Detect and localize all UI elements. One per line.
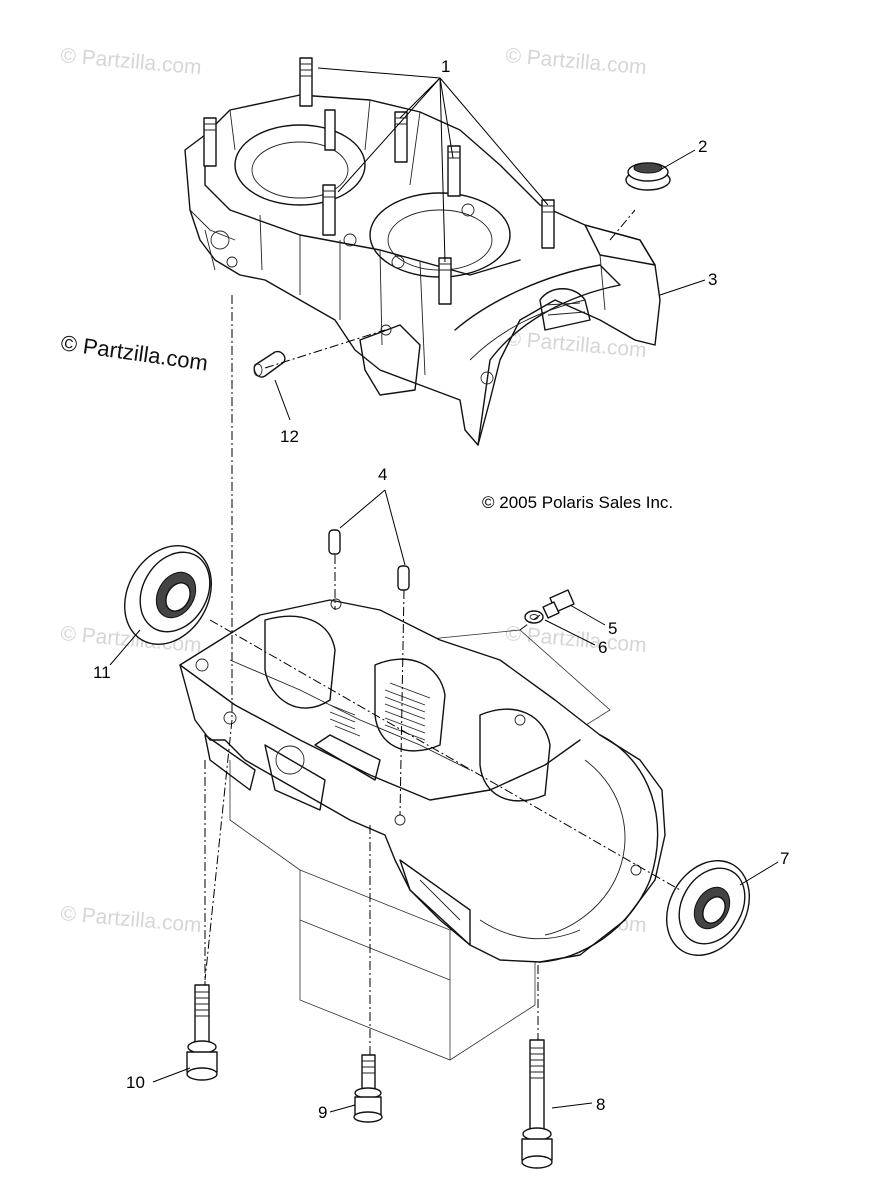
watermark: © Partzilla.com [60,44,203,79]
callout-10: 10 [126,1073,145,1092]
callout-9: 9 [318,1103,327,1122]
bolt-10 [186,984,218,1081]
callout-5: 5 [608,619,617,638]
oil-seal-right [665,860,751,956]
bolt-9 [353,1054,383,1123]
callout-6: 6 [598,638,607,657]
lower-crankcase [179,598,666,1061]
alignment-lines [204,209,681,1055]
oil-seal-left [123,545,213,645]
callout-1: 1 [441,57,450,76]
watermark: © Partzilla.com [505,44,648,79]
watermark-main: © Partzilla.com [59,330,209,375]
bolt-8 [521,1039,553,1169]
watermark: © Partzilla.com [60,902,203,937]
callout-12: 12 [280,427,299,446]
callout-7: 7 [780,849,789,868]
crank-ribbing [329,682,431,741]
dowel-pin-part [253,350,286,378]
callout-4: 4 [378,465,387,484]
callout-labels: 1 2 3 4 5 6 7 8 9 10 11 12 [93,57,789,1122]
callout-8: 8 [596,1095,605,1114]
copyright-notice: © 2005 Polaris Sales Inc. [482,493,673,512]
watermark: © Partzilla.com [505,622,648,657]
upper-crankcase [184,57,661,446]
leader-lines [109,67,779,1113]
callout-2: 2 [698,137,707,156]
dowel-pins-lower [328,529,410,591]
grommet-part [625,162,671,191]
callout-11: 11 [93,663,111,682]
callout-3: 3 [708,270,717,289]
stud-group [203,57,555,305]
screw-and-washer [524,589,575,624]
